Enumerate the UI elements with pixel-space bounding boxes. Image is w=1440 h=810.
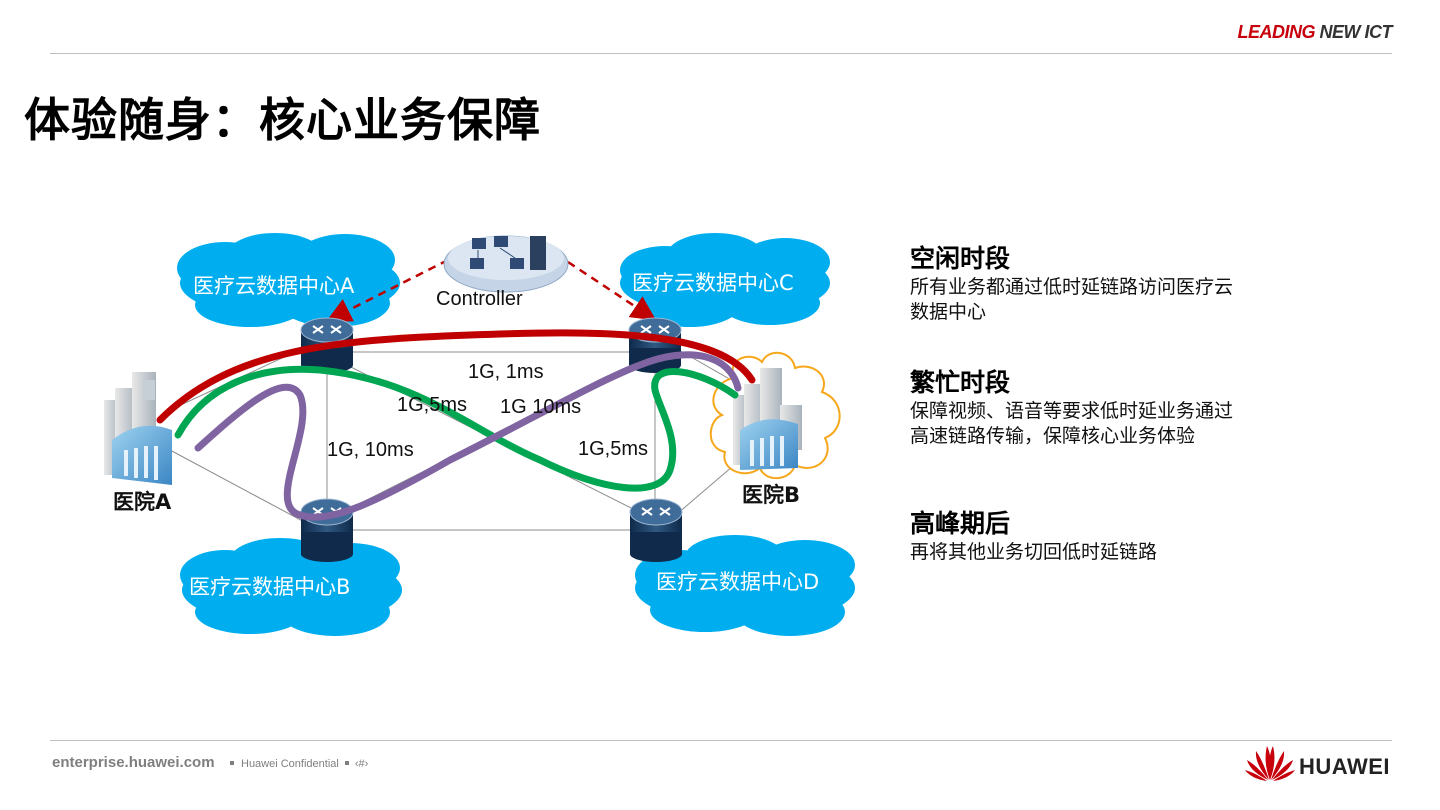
panel-busy: 繁忙时段 保障视频、语音等要求低时延业务通过高速链路传输，保障核心业务体验 <box>910 367 1240 449</box>
panel-after-peak: 高峰期后 再将其他业务切回低时延链路 <box>910 508 1240 565</box>
cloud-dc-a <box>177 233 400 327</box>
controller-links <box>326 258 657 322</box>
link-label-ad: 1G,5ms <box>397 394 467 416</box>
link-label-cd: 1G,5ms <box>578 438 648 460</box>
brand-tagline: LEADING NEW ICT <box>1237 22 1392 43</box>
link-label-ac: 1G, 1ms <box>468 361 544 383</box>
brand-tagline-leading: LEADING <box>1237 22 1315 42</box>
footer-square-icon <box>230 761 234 766</box>
footer-site: enterprise.huawei.com <box>52 754 215 771</box>
cloud-dc-a-label: 医疗云数据中心A <box>193 274 355 298</box>
footer-confidential-text: Huawei Confidential <box>241 758 339 770</box>
panel-after-peak-heading: 高峰期后 <box>910 509 1011 538</box>
router-dc-d <box>629 498 683 562</box>
panel-idle-body: 所有业务都通过低时延链路访问医疗云数据中心 <box>910 276 1234 323</box>
cloud-dc-b <box>180 538 402 636</box>
panel-idle: 空闲时段 所有业务都通过低时延链路访问医疗云数据中心 <box>910 243 1240 325</box>
panel-busy-heading: 繁忙时段 <box>910 368 1011 397</box>
header-divider <box>50 53 1392 54</box>
panel-idle-heading: 空闲时段 <box>910 244 1011 273</box>
brand-tagline-rest: NEW ICT <box>1319 22 1393 42</box>
hospital-a-label: 医院A <box>113 490 172 514</box>
footer-divider <box>50 740 1392 741</box>
cloud-dc-b-label: 医疗云数据中心B <box>189 575 350 599</box>
hospital-b-label: 医院B <box>742 483 800 507</box>
cloud-dc-c-label: 医疗云数据中心C <box>632 271 794 295</box>
footer-confidential: Huawei Confidential ‹#› <box>230 758 368 770</box>
huawei-logo-text: HUAWEI <box>1299 754 1390 779</box>
path-red-low-latency <box>156 329 756 424</box>
page-title: 体验随身：核心业务保障 <box>24 93 541 147</box>
panel-after-peak-body: 再将其他业务切回低时延链路 <box>910 541 1158 563</box>
footer-square-icon <box>344 761 349 766</box>
hospital-a-icon <box>104 372 172 485</box>
footer-page-number: ‹#› <box>354 758 369 770</box>
link-label-cb: 1G 10ms <box>500 396 581 418</box>
controller-icon <box>443 235 569 293</box>
link-label-ab: 1G, 10ms <box>327 439 414 461</box>
hospital-b-icon <box>733 368 802 470</box>
cloud-dc-d <box>635 535 855 636</box>
panel-busy-body: 保障视频、语音等要求低时延业务通过高速链路传输，保障核心业务体验 <box>910 400 1234 447</box>
cloud-dc-d-label: 医疗云数据中心D <box>656 570 819 594</box>
path-purple-alternate <box>194 351 742 521</box>
controller-label: Controller <box>436 288 523 310</box>
huawei-logo-icon <box>1245 746 1295 781</box>
path-green-high-speed <box>174 365 739 492</box>
cloud-dc-c <box>620 233 830 327</box>
